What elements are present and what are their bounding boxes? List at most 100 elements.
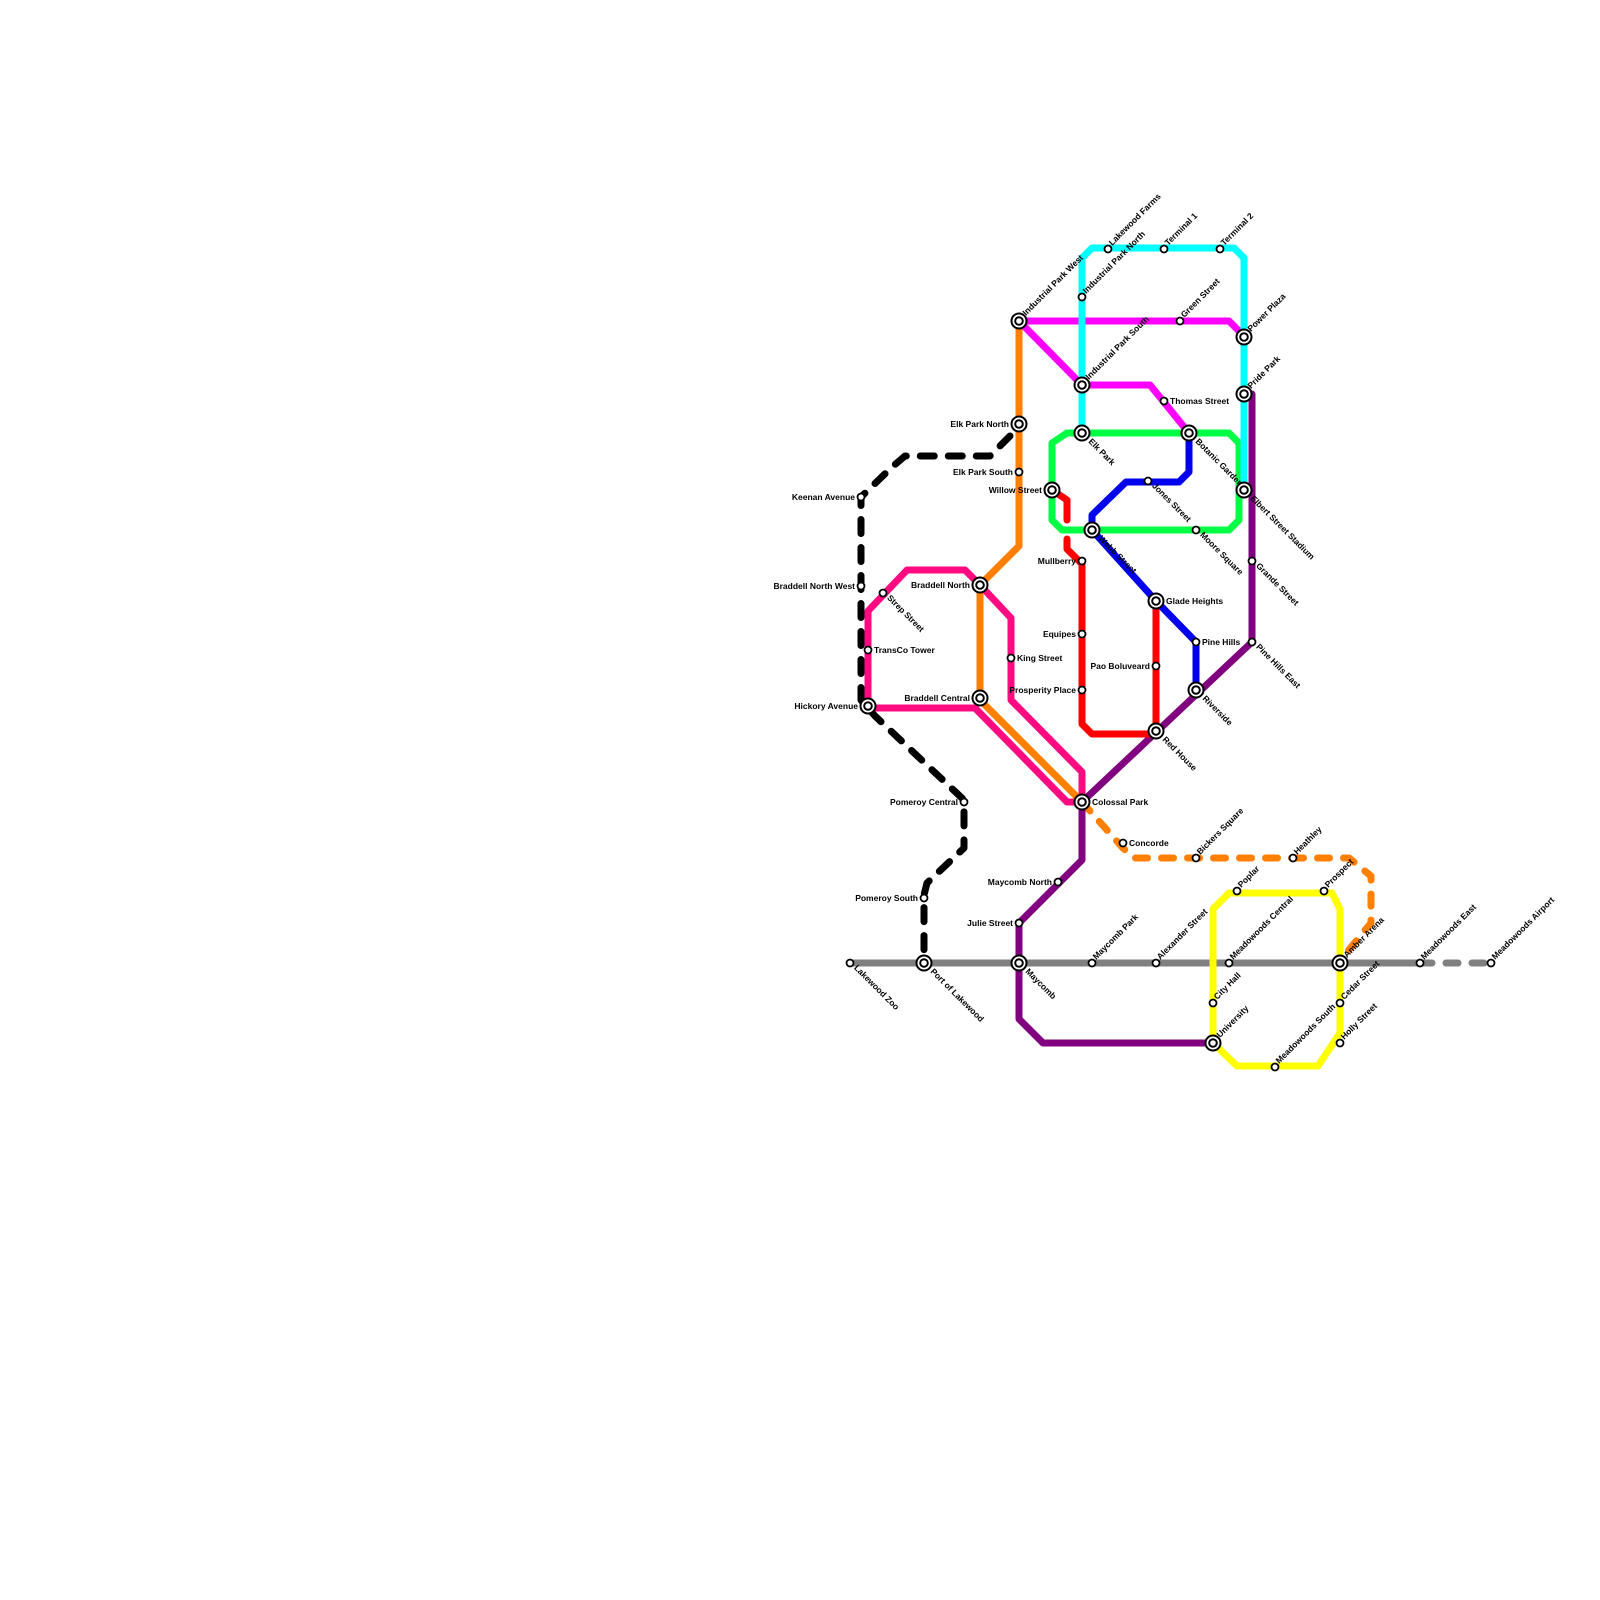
station-green-street[interactable]: Green Street [1175, 276, 1222, 326]
station-elk-park-north[interactable]: Elk Park North [950, 415, 1028, 433]
station-label: Elk Park North [950, 419, 1009, 429]
station-meadowoods-east[interactable]: Meadowoods East [1415, 902, 1479, 968]
station-marker [1087, 958, 1097, 968]
station-concorde[interactable]: Concorde [1118, 838, 1169, 848]
station-prosperity-place[interactable]: Prosperity Place [1009, 685, 1087, 695]
station-pine-hills-east[interactable]: Pine Hills East [1247, 637, 1303, 691]
station-braddell-north-west[interactable]: Braddell North West [773, 581, 866, 591]
station-marker [1224, 958, 1234, 968]
station-label: Keenan Avenue [792, 492, 855, 502]
station-label: Poplar [1236, 863, 1262, 889]
station-label: Amber Arena [1341, 915, 1386, 960]
station-label: Heathley [1292, 824, 1324, 856]
station-pao-boluveard[interactable]: Pao Boluveard [1090, 661, 1161, 671]
interchange-marker-inner [1239, 485, 1249, 495]
station-bickers-square[interactable]: Bickers Square [1191, 805, 1246, 863]
station-label: Pao Boluveard [1090, 661, 1150, 671]
station-industrial-park-south[interactable]: Industrial Park South [1073, 314, 1151, 394]
station-pomeroy-central[interactable]: Pomeroy Central [890, 797, 969, 807]
interchange-marker-inner [1239, 389, 1249, 399]
station-moore-square[interactable]: Moore Square [1191, 525, 1246, 578]
station-label: Pine Hills East [1254, 642, 1303, 691]
station-mullberry[interactable]: Mullberry [1038, 556, 1087, 566]
station-keenan-avenue[interactable]: Keenan Avenue [792, 492, 866, 502]
station-braddell-central[interactable]: Braddell Central [904, 689, 989, 707]
station-marker [1288, 853, 1298, 863]
route-green [1048, 429, 1243, 534]
station-label: Power Plaza [1245, 291, 1287, 333]
station-marker [1103, 244, 1113, 254]
station-marker [919, 893, 929, 903]
station-label: Lakewood Zoo [852, 963, 901, 1012]
station-marker [1486, 958, 1496, 968]
station-meadowoods-central[interactable]: Meadowoods Central [1224, 894, 1296, 968]
station-meadowoods-airport[interactable]: Meadowoods Airport [1486, 895, 1557, 968]
station-meadowoods-south[interactable]: Meadowoods South [1270, 1002, 1338, 1072]
station-label: Glade Heights [1166, 596, 1223, 606]
station-marker [1014, 467, 1024, 477]
station-label: Willow Street [989, 485, 1042, 495]
station-label: Industrial Park West [1020, 253, 1085, 318]
station-marker [1191, 525, 1201, 535]
station-label: Hickory Avenue [794, 701, 858, 711]
station-label: Holly Street [1339, 1001, 1380, 1042]
station-willow-street[interactable]: Willow Street [989, 481, 1061, 499]
station-alexander-street[interactable]: Alexander Street [1151, 906, 1210, 968]
station-label: Pomeroy Central [890, 797, 958, 807]
station-julie-street[interactable]: Julie Street [967, 918, 1024, 928]
interchange-marker-inner [863, 701, 873, 711]
station-thomas-street[interactable]: Thomas Street [1159, 396, 1230, 406]
station-marker [856, 492, 866, 502]
station-king-street[interactable]: King Street [1006, 653, 1063, 663]
station-marker [1215, 244, 1225, 254]
station-label: Elk Park South [953, 467, 1013, 477]
station-industrial-park-west[interactable]: Industrial Park West [1010, 253, 1086, 330]
station-red-house[interactable]: Red House [1147, 722, 1200, 774]
station-maycomb-north[interactable]: Maycomb North [988, 877, 1063, 887]
interchange-marker-inner [1087, 525, 1097, 535]
station-label: Maycomb North [988, 877, 1052, 887]
station-prospect[interactable]: Prospect [1319, 857, 1356, 896]
station-marker [959, 797, 969, 807]
station-label: Thomas Street [1170, 396, 1229, 406]
station-label: Braddell North [911, 580, 970, 590]
station-glade-heights[interactable]: Glade Heights [1147, 592, 1224, 610]
station-maycomb-park[interactable]: Maycomb Park [1087, 912, 1141, 968]
station-hickory-avenue[interactable]: Hickory Avenue [794, 697, 877, 715]
station-pomeroy-south[interactable]: Pomeroy South [855, 893, 929, 903]
station-grande-street[interactable]: Grande Street [1247, 556, 1302, 608]
station-marker [1077, 292, 1087, 302]
station-equipes[interactable]: Equipes [1043, 629, 1087, 639]
station-label: Jones Street [1150, 481, 1193, 524]
interchange-marker-inner [1184, 428, 1194, 438]
station-marker [856, 581, 866, 591]
station-marker [1335, 998, 1345, 1008]
station-elk-park-south[interactable]: Elk Park South [953, 467, 1024, 477]
station-marker [1006, 653, 1016, 663]
station-marker [1151, 958, 1161, 968]
station-transco-tower[interactable]: TransCo Tower [863, 645, 936, 655]
interchange-marker-inner [1151, 726, 1161, 736]
route-black [857, 432, 1014, 967]
station-label: Webb Street [1097, 533, 1139, 575]
station-colossal-park[interactable]: Colossal Park [1073, 793, 1149, 811]
station-label: Green Street [1179, 276, 1222, 319]
interchange-marker-inner [1047, 485, 1057, 495]
station-marker [1151, 661, 1161, 671]
station-marker [1118, 838, 1128, 848]
station-lakewood-zoo[interactable]: Lakewood Zoo [845, 958, 902, 1012]
station-label: Concorde [1129, 838, 1169, 848]
station-braddell-north[interactable]: Braddell North [911, 576, 989, 594]
interchange-marker-inner [1077, 797, 1087, 807]
station-marker [1247, 556, 1257, 566]
interchange-marker-inner [1208, 1038, 1218, 1048]
station-pine-hills[interactable]: Pine Hills [1191, 637, 1241, 647]
station-marker [1014, 918, 1024, 928]
station-riverside[interactable]: Riverside [1187, 681, 1235, 728]
station-label: Terminal 1 [1163, 211, 1200, 248]
station-label: Braddell Central [904, 693, 970, 703]
station-marker [1191, 637, 1201, 647]
station-label: Maycomb [1024, 966, 1059, 1001]
station-label: Terminal 2 [1219, 211, 1256, 248]
